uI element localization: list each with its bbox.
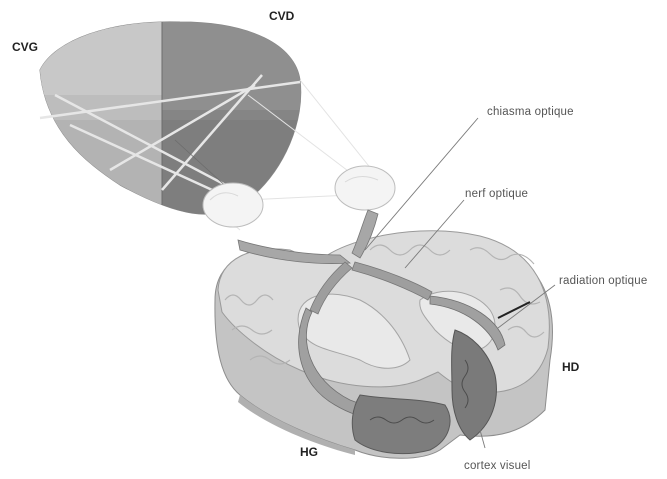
left-visual-cortex	[352, 395, 450, 454]
label-cortex-visuel: cortex visuel	[464, 460, 531, 472]
label-radiation-optique: radiation optique	[559, 275, 647, 287]
label-chiasma-optique: chiasma optique	[487, 106, 574, 118]
label-nerf-optique: nerf optique	[465, 188, 528, 200]
right-eye	[335, 166, 395, 210]
visual-field	[0, 0, 362, 260]
field-bottom-shade	[40, 120, 300, 260]
label-cvd: CVD	[269, 9, 294, 23]
label-hd: HD	[562, 360, 579, 374]
label-cvg: CVG	[12, 40, 38, 54]
left-eye	[203, 183, 263, 227]
label-hg: HG	[300, 445, 318, 459]
